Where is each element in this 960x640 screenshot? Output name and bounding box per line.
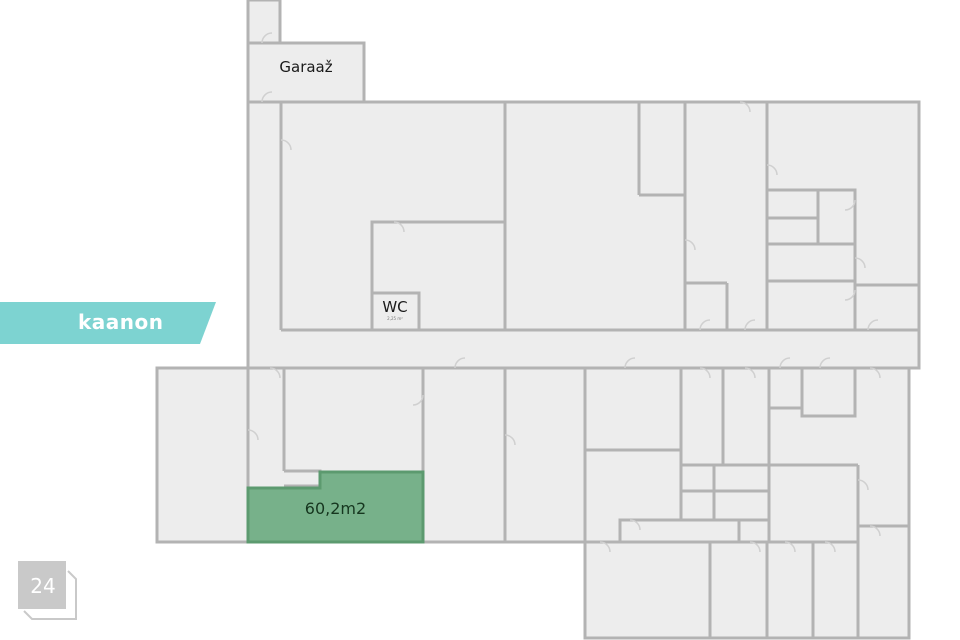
garage-label: Garaaž [279,58,333,76]
wc-area-label: 2,25 m² [387,316,403,321]
highlighted-unit [246,470,425,544]
page-badge [18,561,77,620]
brand-logo: kaanon [78,310,164,334]
page-number: 24 [30,574,56,598]
brand-banner [0,302,216,344]
wc-label: WC [382,298,408,316]
lower-right-block [583,366,911,640]
unit-area-label: 60,2m2 [304,499,367,518]
garage-room [246,41,366,104]
